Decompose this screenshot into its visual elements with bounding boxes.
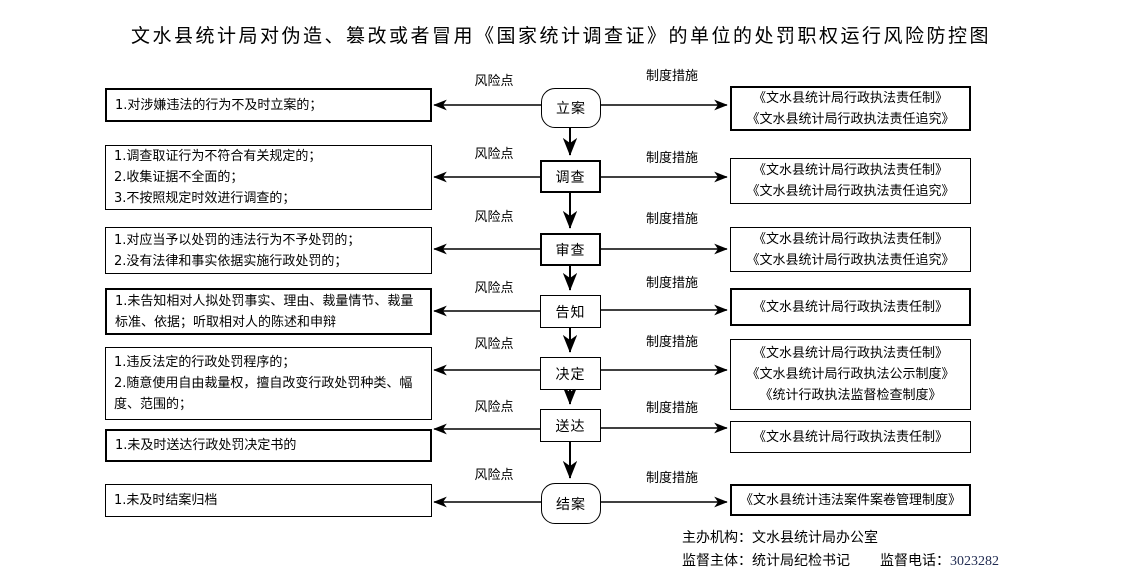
flow-step-notification: 告知	[540, 295, 601, 328]
measure-box-line: 《统计行政执法监督检查制度》	[759, 388, 942, 403]
measure-box-delivery: 《文水县统计局行政执法责任制》	[730, 421, 971, 453]
measure-box-line: 《文水县统计局行政执法责任追究》	[746, 111, 955, 127]
flow-step-filing: 立案	[541, 88, 601, 128]
risk-point-label: 风险点	[474, 210, 514, 225]
risk-box-line: 1.对应当予以处罚的违法行为不予处罚的；	[114, 232, 361, 248]
measure-box-line: 《文水县统计局行政执法责任制》	[752, 299, 948, 315]
risk-arrows	[433, 99, 541, 508]
measure-box-line: 《文水县统计局行政执法责任制》	[752, 346, 948, 361]
risk-box-line: 1.未及时结案归档	[114, 493, 218, 508]
flow-step-delivery: 送达	[540, 409, 601, 442]
measure-box-line: 《文水县统计局行政执法责任制》	[752, 163, 948, 178]
risk-point-label: 风险点	[474, 147, 514, 162]
footer-supervision-line: 监督主体：统计局纪检书记 监督电话：3023282	[682, 550, 999, 570]
risk-box-notification: 1.未告知相对人拟处罚事实、理由、裁量情节、裁量标准、依据；听取相对人的陈述和申…	[105, 288, 432, 335]
risk-box-decision: 1.违反法定的行政处罚程序的； 2.随意使用自由裁量权，擅自改变行政处罚种类、幅…	[105, 347, 432, 420]
risk-point-label: 风险点	[474, 337, 514, 352]
measure-box-line: 《文水县统计违法案件案卷管理制度》	[739, 492, 961, 508]
flow-step-decision: 决定	[540, 357, 601, 390]
flow-step-investigation: 调查	[540, 160, 601, 193]
measure-box-decision: 《文水县统计局行政执法责任制》 《文水县统计局行政执法公示制度》 《统计行政执法…	[730, 339, 971, 410]
risk-box-line: 1.违反法定的行政处罚程序的；	[114, 355, 296, 370]
footer-supervisor: 监督主体：统计局纪检书记	[682, 553, 850, 569]
measure-box-line: 《文水县统计局行政执法责任制》	[752, 90, 948, 106]
risk-point-label: 风险点	[474, 281, 514, 296]
measure-label: 制度措施	[645, 69, 698, 84]
measure-box-closing: 《文水县统计违法案件案卷管理制度》	[730, 484, 971, 516]
measure-box-line: 《文水县统计局行政执法责任追究》	[746, 252, 955, 268]
measure-box-line: 《文水县统计局行政执法责任制》	[752, 429, 948, 445]
flow-step-review: 审查	[540, 233, 601, 266]
measure-label: 制度措施	[645, 471, 698, 486]
risk-box-line: 1.调查取证行为不符合有关规定的；	[114, 149, 322, 164]
measure-box-line: 《文水县统计局行政执法责任制》	[752, 231, 948, 247]
diagram-title: 文水县统计局对伪造、篡改或者冒用《国家统计调查证》的单位的处罚职权运行风险防控图	[130, 25, 991, 47]
measure-label: 制度措施	[645, 151, 698, 166]
measure-box-notification: 《文水县统计局行政执法责任制》	[730, 288, 971, 326]
risk-box-delivery: 1.未及时送达行政处罚决定书的	[105, 429, 432, 462]
risk-box-closing: 1.未及时结案归档	[105, 484, 432, 517]
risk-box-line: 1.对涉嫌违法的行为不及时立案的；	[115, 97, 323, 113]
risk-point-label: 风险点	[474, 400, 514, 415]
measure-label: 制度措施	[645, 401, 698, 416]
measure-label: 制度措施	[645, 335, 698, 350]
flow-step-closing: 结案	[541, 483, 601, 524]
risk-box-filing: 1.对涉嫌违法的行为不及时立案的；	[105, 88, 432, 122]
footer-organizer: 主办机构：文水县统计局办公室	[682, 530, 878, 546]
measure-box-line: 《文水县统计局行政执法责任追究》	[746, 184, 955, 199]
risk-box-line: 2.收集证据不全面的；	[114, 170, 244, 185]
measure-box-investigation: 《文水县统计局行政执法责任制》 《文水县统计局行政执法责任追究》	[730, 158, 971, 204]
risk-box-line: 2.没有法律和事实依据实施行政处罚的；	[114, 253, 348, 269]
measure-box-line: 《文水县统计局行政执法公示制度》	[746, 367, 955, 382]
measure-label: 制度措施	[645, 212, 698, 227]
measure-box-filing: 《文水县统计局行政执法责任制》 《文水县统计局行政执法责任追究》	[730, 86, 971, 131]
risk-box-line: 2.随意使用自由裁量权，擅自改变行政处罚种类、幅度、范围的；	[114, 376, 413, 412]
risk-box-line: 3.不按照规定时效进行调查的；	[114, 191, 296, 206]
risk-box-line: 1.未告知相对人拟处罚事实、理由、裁量情节、裁量标准、依据；听取相对人的陈述和申…	[115, 293, 414, 330]
measure-box-review: 《文水县统计局行政执法责任制》 《文水县统计局行政执法责任追究》	[730, 227, 971, 272]
footer-phone-label: 监督电话：	[880, 553, 950, 569]
risk-box-investigation: 1.调查取证行为不符合有关规定的； 2.收集证据不全面的； 3.不按照规定时效进…	[105, 145, 432, 210]
risk-box-line: 1.未及时送达行政处罚决定书的	[115, 438, 297, 453]
footer-phone-number: 3023282	[950, 554, 999, 569]
measure-label: 制度措施	[645, 276, 698, 291]
risk-point-label: 风险点	[474, 74, 514, 89]
risk-box-review: 1.对应当予以处罚的违法行为不予处罚的； 2.没有法律和事实依据实施行政处罚的；	[105, 227, 432, 274]
risk-point-label: 风险点	[474, 468, 514, 483]
